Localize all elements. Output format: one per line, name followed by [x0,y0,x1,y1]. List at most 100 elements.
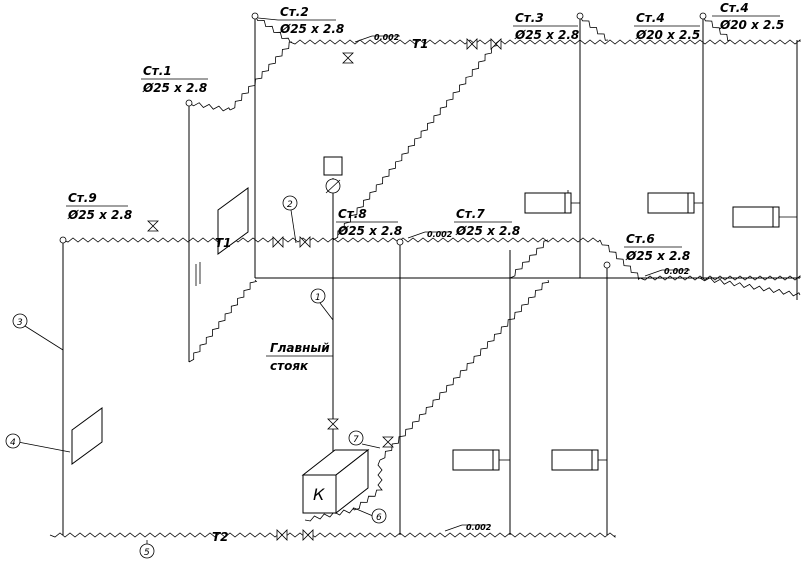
return-boiler-drop [377,459,383,491]
stand-st8: Ст.8 Ø25 x 2.8 [336,207,402,238]
riser-node [185,99,193,107]
valve-return-2 [302,529,314,541]
stand-st9: Ст.9 Ø25 x 2.8 [66,191,132,222]
radiator [732,206,774,228]
radiators [71,187,797,471]
svg-text:Ст.7: Ст.7 [456,207,485,221]
return-line-t2 [49,532,616,538]
supply-middle-line [62,237,601,243]
svg-text:Ст.9: Ст.9 [68,191,97,205]
radiator-valve [591,449,599,471]
callout-4: 4 [5,433,71,453]
riser-node [251,12,259,20]
return-st7-link [509,239,549,279]
stand-st6: Ст.6 Ø25 x 2.8 [624,232,690,263]
riser-node [603,261,611,269]
valves [147,38,502,541]
label-t1-upper: T1 [412,37,429,51]
valve-middle-1 [272,236,284,248]
stand-st3: Ст.3 Ø25 x 2.8 [513,11,579,42]
riser-node [59,236,67,244]
valve-middle-2 [299,236,311,248]
supply-st4-link [702,15,731,42]
radiator [647,192,689,214]
boiler: К [301,440,370,515]
svg-text:Ø25 x 2.8: Ø25 x 2.8 [514,28,579,42]
supply-upper-branch [254,15,291,43]
return-upper-tail [699,277,801,297]
svg-text:Ø25 x 2.8: Ø25 x 2.8 [67,208,132,222]
svg-text:5: 5 [144,548,150,558]
svg-text:Ø20 x 2.5: Ø20 x 2.5 [719,18,784,32]
stand-st7: Ст.7 Ø25 x 2.8 [454,207,520,238]
stand-st4b: Ст.4 Ø20 x 2.5 [712,1,784,32]
supply-st6-link [599,239,641,281]
svg-text:Ø25 x 2.8: Ø25 x 2.8 [337,224,402,238]
return-boiler-bottom [304,507,355,522]
radiator [452,449,494,471]
radiator-valve [492,449,500,471]
label-t2: T2 [212,530,229,544]
callout-1: 1 [310,288,334,321]
svg-text:Ст.4: Ст.4 [636,11,665,25]
supply-st3-link [579,15,609,41]
svg-text:Ст.1: Ст.1 [143,64,172,78]
label-t1-lower: T1 [215,236,232,250]
valve-upper-vertical [342,52,354,64]
svg-text:6: 6 [376,513,382,523]
radiator-st1 [217,187,249,255]
svg-text:Ø20 x 2.5: Ø20 x 2.5 [635,28,700,42]
supply-st1-link [188,102,231,112]
svg-text:1: 1 [315,293,321,303]
svg-text:Ø25 x 2.8: Ø25 x 2.8 [455,224,520,238]
boiler-body [302,474,337,514]
stand-labels: Ст.2 Ø25 x 2.8 Ст.1 Ø25 x 2.8 Ст.3 Ø25 x… [66,1,784,263]
radiator [551,449,593,471]
valve-return-1 [276,529,288,541]
valve-upper-2 [490,38,502,50]
supply-upper-line [289,39,801,45]
expansion-tank [323,156,343,194]
return-diag-main [379,279,550,461]
svg-text:Ø25 x 2.8: Ø25 x 2.8 [625,249,690,263]
slope-upper: 0.002 [374,33,400,42]
svg-text:2: 2 [287,200,293,210]
svg-text:Ст.4: Ст.4 [720,1,749,15]
valve-return-diag [382,436,394,448]
expansion-tank-box [323,156,343,176]
slope-annotations: 0.002 0.002 0.002 0.002 [354,33,690,532]
callout-2: 2 [282,195,298,244]
insulated-pipes [49,15,801,538]
svg-text:Ст.3: Ст.3 [515,11,544,25]
stand-st4a: Ст.4 Ø20 x 2.5 [634,11,700,42]
stand-st1: Ст.1 Ø25 x 2.8 [141,64,208,95]
slope-middle: 0.002 [427,230,453,239]
radiator-valve [772,206,780,228]
svg-text:Ст.6: Ст.6 [626,232,655,246]
valve-main-riser [327,418,339,430]
stand-st2: Ст.2 Ø25 x 2.8 [257,5,344,36]
line-labels: T1 T1 T2 [212,37,429,544]
svg-text:3: 3 [17,318,23,328]
valve-left-vertical [147,220,159,232]
radiator-valve [564,192,572,214]
riser-node [699,12,707,20]
callout-6: 6 [353,507,387,524]
riser-nodes [59,12,707,269]
callout-7: 7 [348,430,381,449]
riser-node [396,238,404,246]
slope-return: 0.002 [466,523,492,532]
radiator-st9 [71,407,103,465]
radiator [524,192,566,214]
return-diag-st1 [188,279,258,363]
supply-diag-st1 [229,41,293,111]
svg-text:Ø25 x 2.8: Ø25 x 2.8 [142,81,207,95]
supply-diag-main [332,41,499,241]
svg-text:4: 4 [10,438,16,448]
svg-text:Ø25 x 2.8: Ø25 x 2.8 [279,22,344,36]
radiator-valve [687,192,695,214]
risers [62,16,800,535]
slope-right: 0.002 [664,267,690,276]
